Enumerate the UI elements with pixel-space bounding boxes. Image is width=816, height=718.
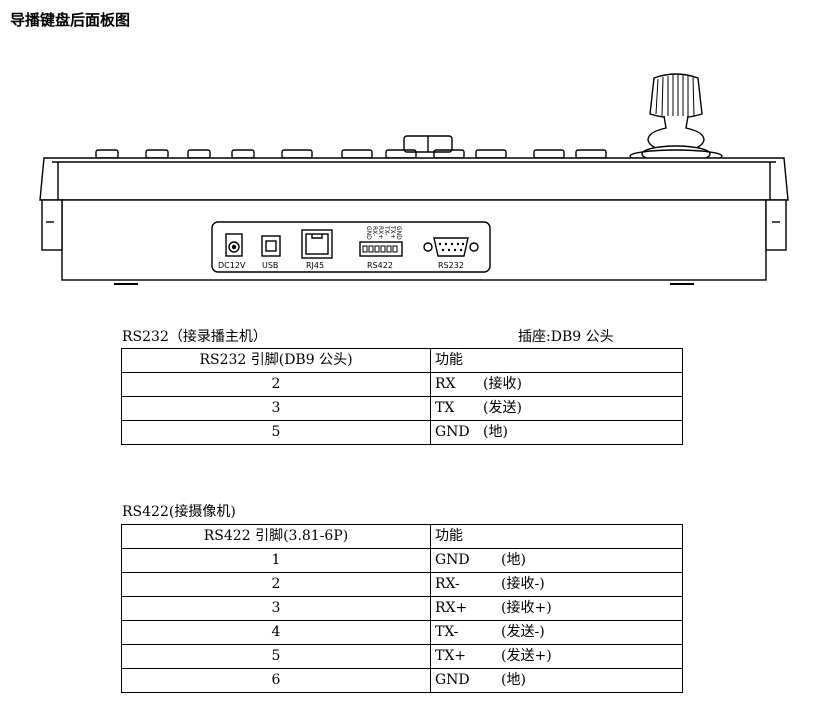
usb-port	[261, 235, 281, 257]
signal-name: GND	[435, 552, 470, 568]
pin-cell: 6	[121, 668, 431, 693]
table-row: 6 GND (地)	[121, 668, 683, 693]
top-deck	[39, 157, 789, 201]
right-side-tab	[765, 199, 787, 251]
table-row: 1 GND (地)	[121, 548, 683, 573]
function-cell: GND (地)	[430, 548, 683, 573]
signal-desc: (发送)	[483, 400, 522, 416]
pin-cell: 5	[121, 644, 431, 669]
function-cell: TX+ (发送+)	[430, 644, 683, 669]
terminal-pin-label: RX+	[377, 226, 384, 239]
signal-name: RX	[435, 376, 456, 392]
signal-desc: (接收)	[483, 376, 522, 392]
usb-label: USB	[262, 261, 278, 270]
terminal-pin-label: TX+	[389, 225, 396, 239]
db9-connector	[433, 237, 469, 257]
column-header-pin: RS232 引脚(DB9 公头)	[121, 348, 431, 373]
left-side-tab	[41, 199, 63, 251]
signal-name: RX+	[435, 600, 468, 616]
rs422-pin-table: RS422 引脚(3.81-6P) 功能 1 GND (地) 2 RX- (接收-)…	[121, 524, 683, 693]
terminal-pin-label: RX-	[371, 226, 378, 236]
function-cell: GND (地)	[430, 420, 683, 445]
rs232-pin-table: RS232 引脚(DB9 公头) 功能 2 RX (接收) 3 TX (发送) 5 …	[121, 348, 683, 445]
signal-name: TX+	[435, 648, 467, 664]
page-title: 导播键盘后面板图	[10, 11, 131, 29]
function-cell: RX+ (接收+)	[430, 596, 683, 621]
pin-cell: 4	[121, 620, 431, 645]
signal-desc: (地)	[501, 552, 526, 568]
function-cell: TX- (发送-)	[430, 620, 683, 645]
rs232-caption: RS232（接录播主机）	[122, 329, 267, 345]
terminal-pin-label: TX-	[383, 225, 390, 236]
pin-cell: 5	[121, 420, 431, 445]
table-row: 2 RX- (接收-)	[121, 572, 683, 597]
pin-cell: 3	[121, 596, 431, 621]
column-header-function: 功能	[430, 524, 683, 549]
table-row: 5 GND (地)	[121, 420, 683, 445]
table-row: 5 TX+ (发送+)	[121, 644, 683, 669]
function-cell: RX- (接收-)	[430, 572, 683, 597]
function-cell: GND (地)	[430, 668, 683, 693]
top-buttons	[95, 149, 607, 159]
dc-label: DC12V	[218, 261, 246, 270]
signal-desc: (发送-)	[501, 624, 545, 640]
connector-plate	[211, 221, 491, 273]
signal-desc: (地)	[501, 672, 526, 688]
function-cell: TX (发送)	[430, 396, 683, 421]
signal-name: GND	[435, 672, 470, 688]
table-row: 4 TX- (发送-)	[121, 620, 683, 645]
signal-name: RX-	[435, 576, 460, 592]
pin-cell: 1	[121, 548, 431, 573]
rs232-label: RS232	[438, 261, 464, 270]
rs422-label: RS422	[367, 261, 393, 270]
signal-desc: (接收-)	[501, 576, 545, 592]
rs232-socket-label: 插座:DB9 公头	[518, 329, 614, 345]
signal-name: GND	[435, 424, 470, 440]
rj45-label: RJ45	[306, 261, 324, 270]
signal-desc: (接收+)	[501, 600, 552, 616]
table-row: 3 RX+ (接收+)	[121, 596, 683, 621]
signal-name: TX	[435, 400, 455, 416]
column-header-function: 功能	[430, 348, 683, 373]
terminal-pin-label: GND	[395, 226, 402, 240]
table-row: 2 RX (接收)	[121, 372, 683, 397]
rear-panel-diagram: DC12V USB RJ45 RS422 RS232 GND RX- RX+ T…	[39, 73, 789, 285]
terminal-pin-label: GND	[365, 226, 372, 240]
table-row: 3 TX (发送)	[121, 396, 683, 421]
pin-cell: 3	[121, 396, 431, 421]
signal-desc: (发送+)	[501, 648, 552, 664]
signal-desc: (地)	[483, 424, 508, 440]
function-cell: RX (接收)	[430, 372, 683, 397]
signal-name: TX-	[435, 624, 459, 640]
column-header-pin: RS422 引脚(3.81-6P)	[121, 524, 431, 549]
table-header-row: RS422 引脚(3.81-6P) 功能	[121, 524, 683, 549]
table-header-row: RS232 引脚(DB9 公头) 功能	[121, 348, 683, 373]
rs422-caption: RS422(接摄像机)	[122, 504, 236, 520]
joystick-knob-ridges	[655, 75, 695, 118]
pin-cell: 2	[121, 572, 431, 597]
pin-cell: 2	[121, 372, 431, 397]
